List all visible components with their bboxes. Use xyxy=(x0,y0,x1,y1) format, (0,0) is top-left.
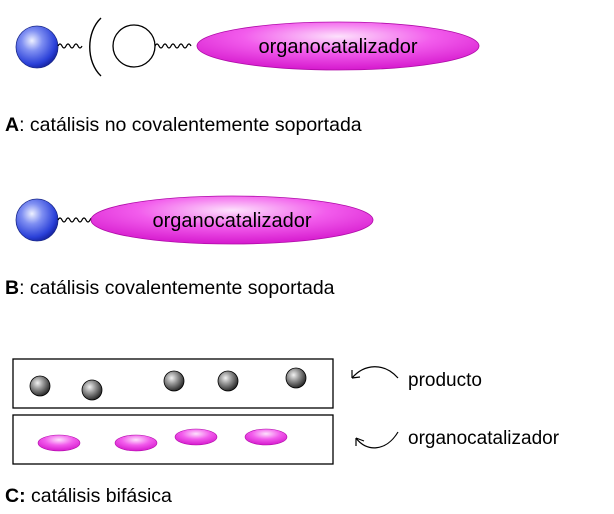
arrowhead-icon xyxy=(355,437,365,446)
product-sphere xyxy=(81,379,103,401)
catalyst-droplet xyxy=(174,428,218,446)
caption-b: B: catálisis covalentemente soportada xyxy=(5,277,335,299)
section-a-scheme: organocatalizador xyxy=(15,17,480,77)
caption-a-text: : catálisis no covalentemente soportada xyxy=(19,114,362,136)
caption-a: A: catálisis no covalentemente soportada xyxy=(5,114,362,136)
product-sphere xyxy=(163,370,185,392)
caption-c-letter: C: xyxy=(5,485,26,507)
section-b-scheme: organocatalizador xyxy=(15,195,374,245)
product-legend-label: producto xyxy=(408,370,482,391)
catalyst-droplet xyxy=(37,434,81,452)
catalyst-droplet xyxy=(244,428,288,446)
catalyst-legend-label: organocatalizador xyxy=(408,428,560,449)
organocatalyst-pill xyxy=(196,21,480,71)
arrowhead-icon xyxy=(351,370,361,379)
catalyst-phase-box xyxy=(12,414,334,465)
organocatalyst-pill xyxy=(90,195,374,245)
caption-c-text: catálisis bifásica xyxy=(26,485,172,507)
product-pointer: producto xyxy=(351,366,482,391)
caption-c: C: catálisis bifásica xyxy=(5,485,172,507)
linker-squiggle xyxy=(57,217,95,223)
linker-squiggle xyxy=(154,43,192,49)
caption-b-letter: B xyxy=(5,277,19,299)
noncovalent-interaction-arc xyxy=(89,17,102,77)
catalyst-pointer: organocatalizador xyxy=(355,428,560,449)
curved-arrow-icon xyxy=(351,366,399,379)
solid-support-sphere xyxy=(15,198,59,242)
product-phase-box xyxy=(12,358,334,409)
section-c-scheme xyxy=(12,358,334,465)
product-sphere xyxy=(285,367,307,389)
solid-support-sphere xyxy=(15,25,59,69)
catalyst-droplet xyxy=(114,434,158,452)
organocatalyst-label: organocatalizador xyxy=(259,36,418,58)
product-sphere xyxy=(29,375,51,397)
curved-arrow-icon xyxy=(355,431,399,449)
linker-squiggle xyxy=(57,43,83,49)
organocatalyst-label: organocatalizador xyxy=(153,210,312,232)
caption-b-text: : catálisis covalentemente soportada xyxy=(19,277,335,299)
caption-a-letter: A xyxy=(5,114,19,136)
binding-site-circle xyxy=(112,24,156,68)
product-sphere xyxy=(217,370,239,392)
